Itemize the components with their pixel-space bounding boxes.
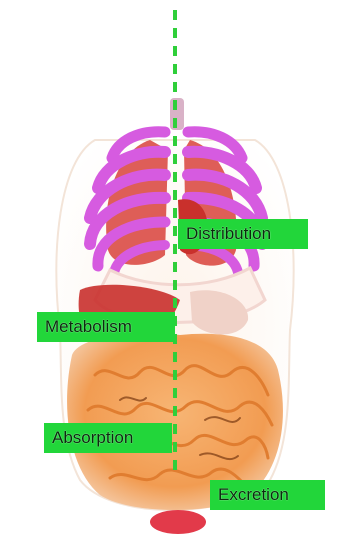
bladder: [150, 510, 206, 534]
label-distribution: Distribution: [178, 219, 308, 249]
label-excretion: Excretion: [210, 480, 325, 510]
label-absorption: Absorption: [44, 423, 172, 453]
label-metabolism: Metabolism: [37, 312, 175, 342]
